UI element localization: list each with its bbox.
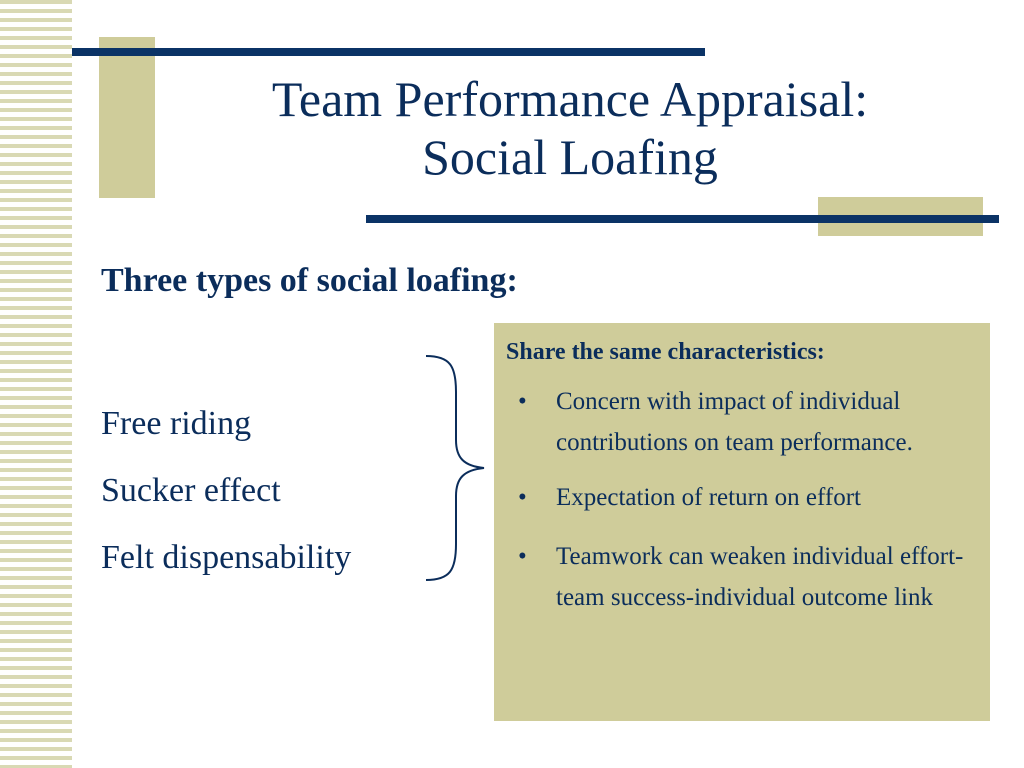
striped-side-bar: [0, 0, 72, 768]
characteristics-title: Share the same characteristics:: [506, 339, 825, 365]
characteristic-text: Expectation of return on effort: [556, 484, 861, 511]
slide-title-line-2: Social Loafing: [422, 129, 718, 185]
navy-accent-line-top: [72, 48, 705, 56]
navy-accent-line-bottom: [366, 215, 999, 223]
characteristics-list: • Concern with impact of individual cont…: [506, 381, 978, 618]
tan-accent-block-left: [99, 37, 155, 198]
loafing-type-item: Free riding: [101, 405, 252, 442]
bullet-icon: •: [518, 388, 527, 415]
bullet-icon: •: [518, 484, 527, 511]
curly-brace-icon: [425, 355, 485, 581]
characteristics-box: Share the same characteristics: • Concer…: [494, 323, 990, 721]
characteristic-item: • Expectation of return on effort: [506, 477, 978, 518]
characteristic-text: Teamwork can weaken individual effort-te…: [556, 543, 964, 611]
slide-title: Team Performance Appraisal: Social Loafi…: [160, 70, 980, 186]
loafing-types-list: Free riding Sucker effect Felt dispensab…: [101, 390, 351, 591]
loafing-type-item: Sucker effect: [101, 472, 281, 509]
characteristic-text: Concern with impact of individual contri…: [556, 388, 913, 456]
bullet-icon: •: [518, 543, 527, 570]
characteristic-item: • Teamwork can weaken individual effort-…: [506, 536, 978, 618]
loafing-type-item: Felt dispensability: [101, 539, 352, 576]
slide-title-line-1: Team Performance Appraisal:: [271, 71, 869, 127]
section-subheading: Three types of social loafing:: [101, 262, 518, 299]
characteristic-item: • Concern with impact of individual cont…: [506, 381, 978, 463]
